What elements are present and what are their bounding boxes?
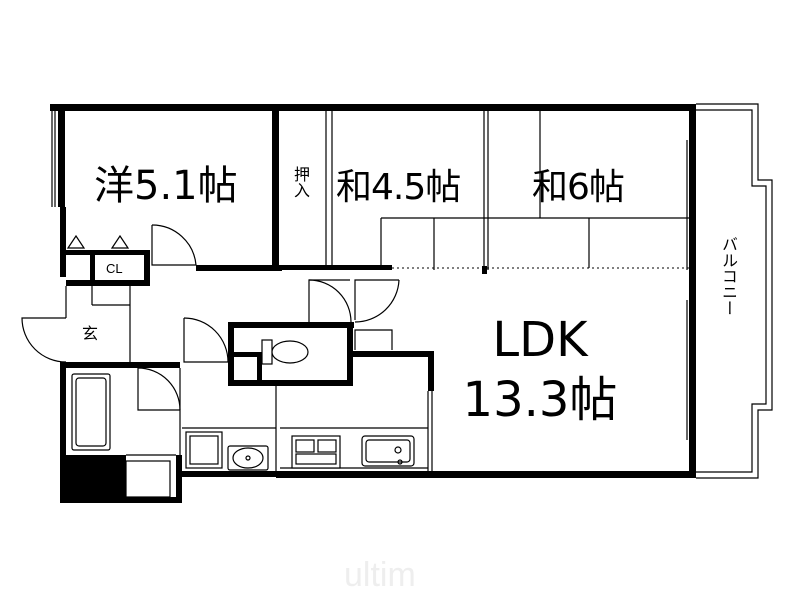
outer-walls [50,104,696,503]
tatami-lines [325,111,689,274]
balcony [696,103,773,479]
kitchen-sink [361,435,415,467]
room-japanese-small-label: 和4.5帖 [336,167,461,208]
closet-cl-label: CL [106,261,123,276]
room-western-label: 洋5.1帖 [94,163,238,209]
interior-walls [60,111,392,497]
washer-space [185,431,223,469]
toilet-room [228,322,434,391]
closet-markers [66,234,130,249]
balcony-label: バルコニー [719,236,738,316]
toilet-fixture [261,339,309,365]
entrance-label: 玄 [82,324,99,343]
wash-basin [227,445,269,471]
room-ldk-size-label: 13.3帖 [462,372,618,428]
room-ldk-name-label: LDK [492,312,588,368]
bathtub [71,373,111,451]
watermark-text: ultim [344,556,416,594]
partitions [65,286,428,498]
doors [21,224,400,411]
room-japanese-large-label: 和6帖 [532,167,625,208]
oshiire-label: 押入 [291,166,310,198]
stove [291,435,341,469]
windows [51,111,693,471]
